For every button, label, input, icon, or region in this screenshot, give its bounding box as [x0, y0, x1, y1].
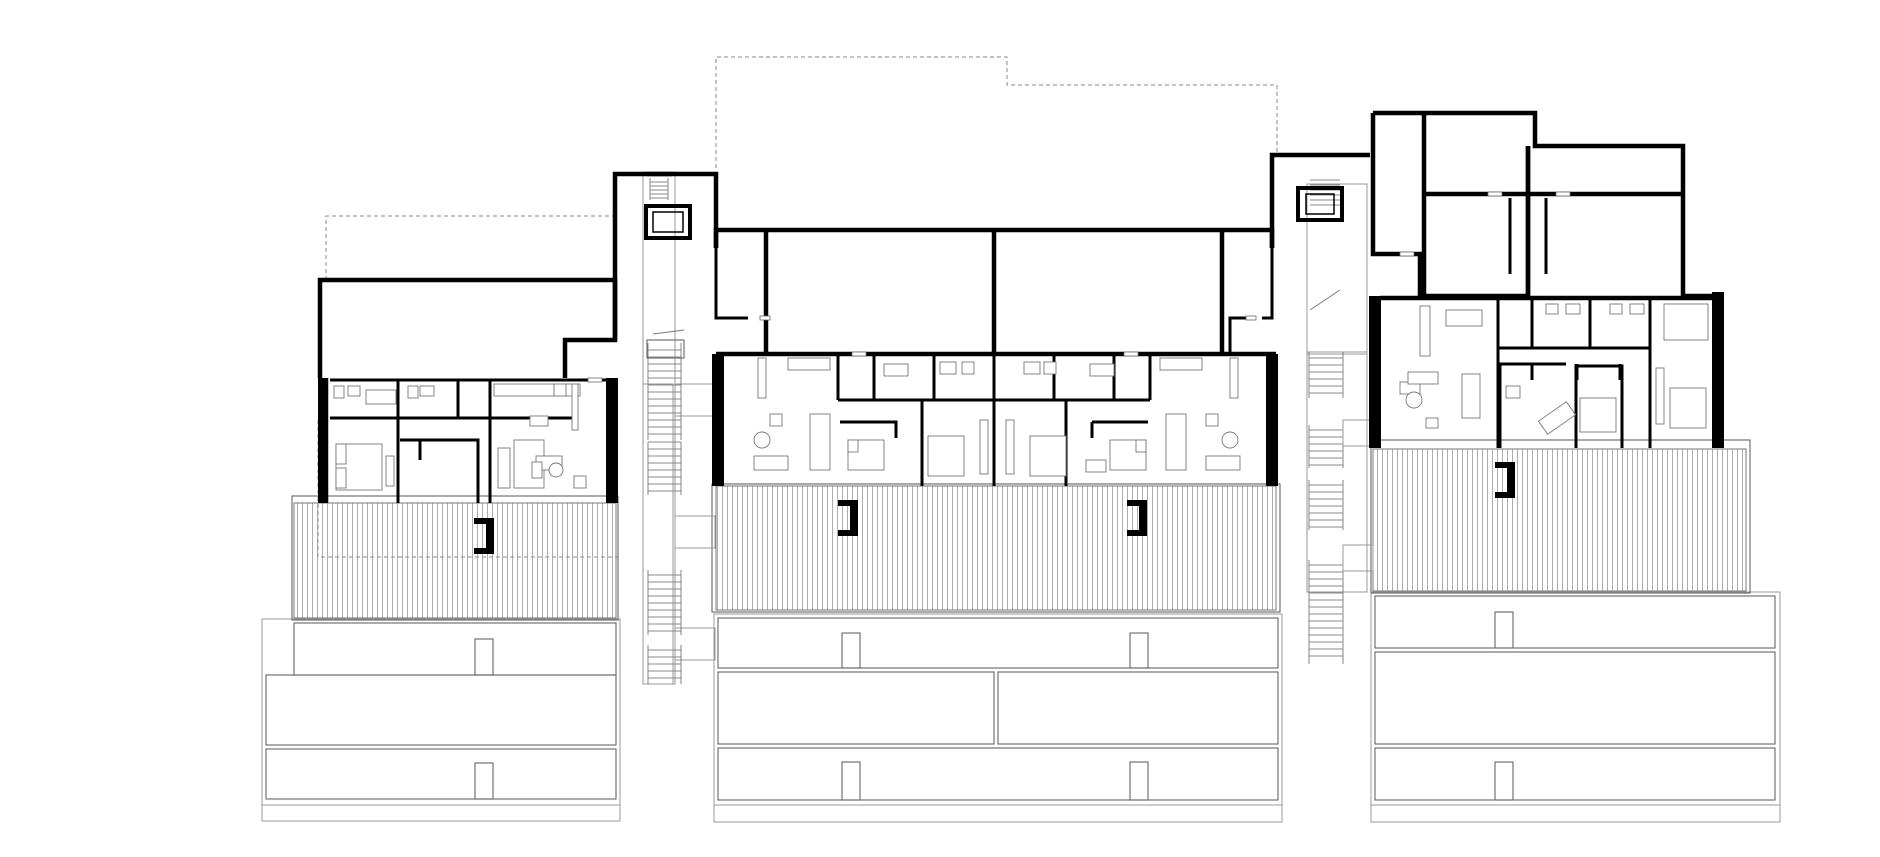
building-east-walls — [1269, 110, 1724, 448]
terrace-center — [711, 483, 1281, 613]
door-openings — [587, 191, 1571, 383]
furniture-west — [333, 383, 587, 491]
furniture-center — [753, 357, 1241, 477]
building-west-walls — [317, 171, 719, 503]
lower-floor-outlines — [261, 351, 1781, 823]
terrace-east — [1370, 439, 1751, 594]
stair-core-west — [642, 171, 716, 685]
building-center-walls — [712, 227, 1278, 486]
terrace-chimneys — [474, 462, 1515, 554]
roof-outline-dashed — [317, 56, 1278, 558]
stair-core-east — [1306, 179, 1374, 664]
terrace-west — [291, 495, 619, 621]
furniture-east — [1399, 303, 1709, 435]
